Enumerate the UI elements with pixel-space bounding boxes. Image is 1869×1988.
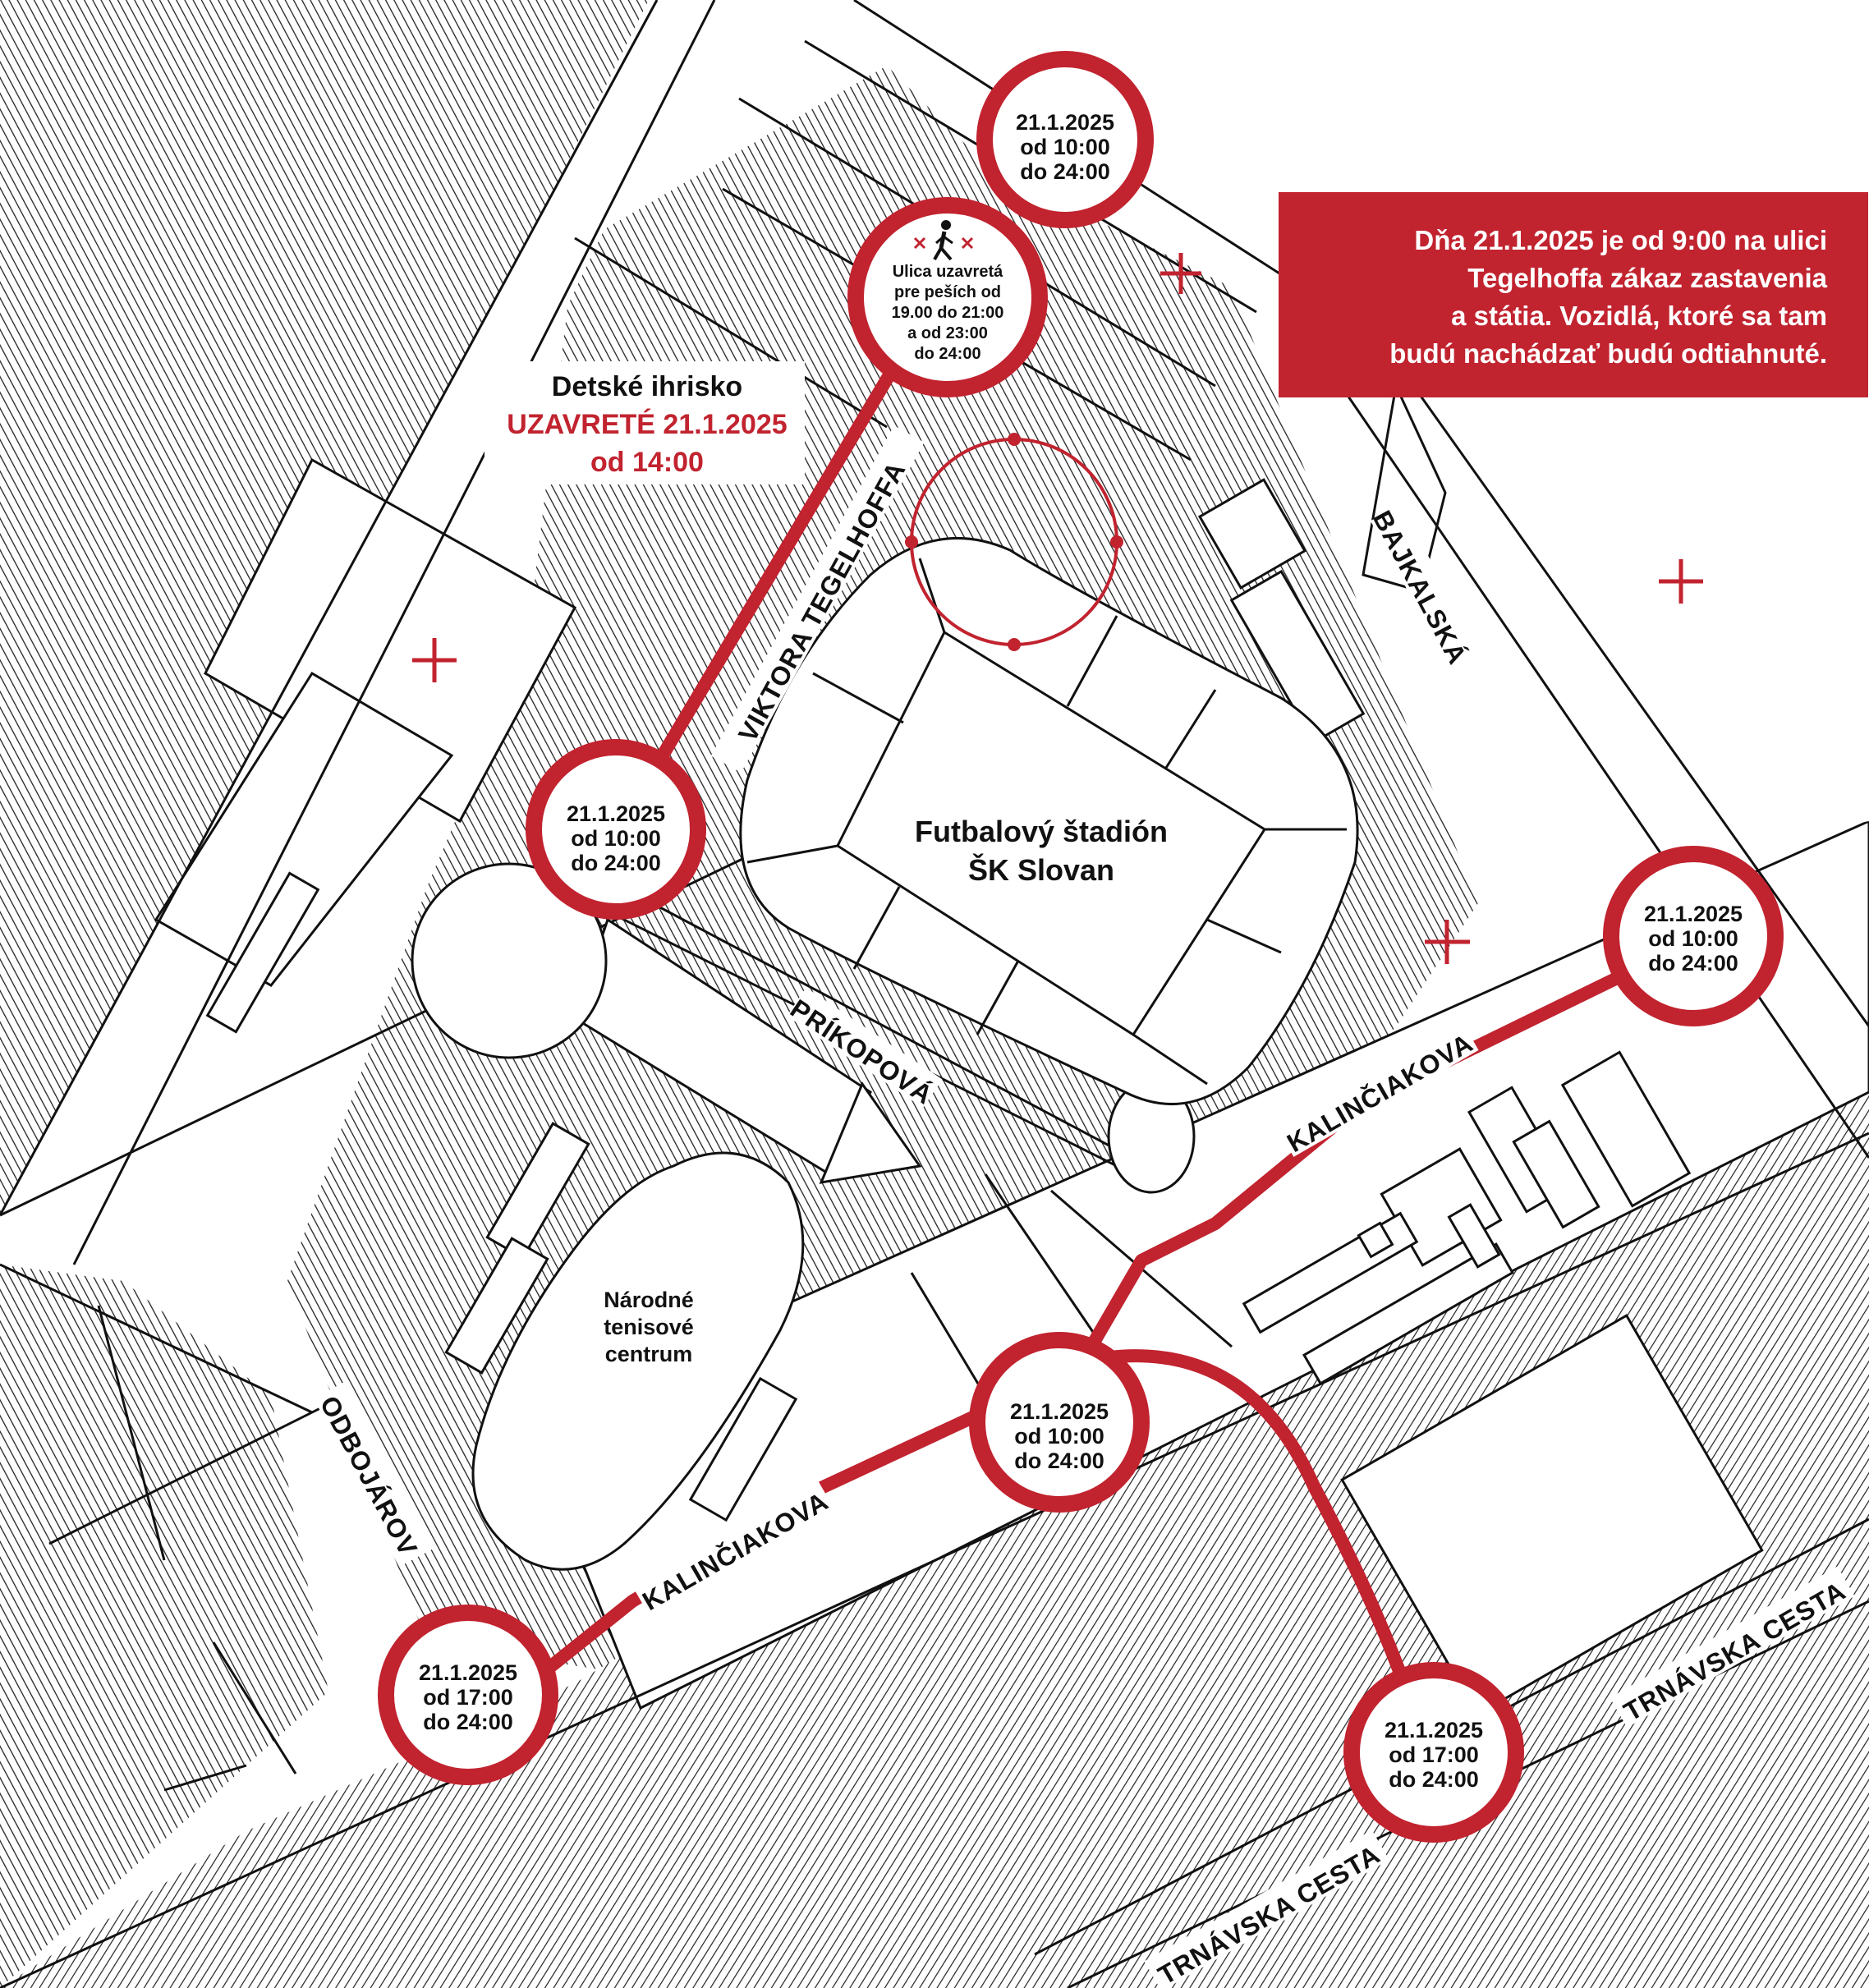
tennis-line-1: Národné (604, 1288, 694, 1312)
pedestrian-line-1: Ulica uzavretá (893, 263, 1003, 281)
svg-text:Futbalový štadión: Futbalový štadión (915, 815, 1168, 848)
notice-line-1: Dňa 21.1.2025 je od 9:00 na ulici (1414, 225, 1827, 255)
pedestrian-closed-icon (913, 220, 974, 261)
parking-notice: Dňa 21.1.2025 je od 9:00 na ulici Tegelh… (1279, 192, 1868, 397)
playground-title: Detské ihrisko (552, 371, 742, 402)
closure-tegelhoffa-south: 21.1.2025 od 10:00 do 24:00 (526, 739, 706, 920)
svg-text:od 17:00: od 17:00 (423, 1685, 513, 1710)
closure-east: 21.1.2025 od 10:00 do 24:00 (1603, 846, 1784, 1026)
notice-line-4: budú nachádzať budú odtiahnuté. (1389, 338, 1827, 369)
closure-date: 21.1.2025 (1385, 1718, 1483, 1742)
roads (33, 0, 1869, 1710)
svg-text:21.1.2025: 21.1.2025 (1644, 902, 1743, 926)
svg-text:UZAVRETÉ 21.1.2025: UZAVRETÉ 21.1.2025 (507, 409, 787, 440)
closure-from: od 17:00 (423, 1685, 513, 1710)
closure-from: od 10:00 (1014, 1424, 1104, 1449)
svg-text:ŠK Slovan: ŠK Slovan (968, 852, 1114, 887)
tennis-line-2: tenisové (604, 1315, 694, 1339)
pedestrian-line-3: 19.00 do 21:00 (892, 304, 1004, 322)
svg-text:od 10:00: od 10:00 (1648, 926, 1738, 951)
svg-text:do 24:00: do 24:00 (1020, 159, 1110, 184)
svg-text:Národné: Národné (604, 1288, 694, 1312)
svg-text:21.1.2025: 21.1.2025 (1016, 110, 1114, 135)
closure-southeast: 21.1.2025 od 17:00 do 24:00 (1343, 1662, 1524, 1843)
svg-text:do 24:00: do 24:00 (571, 851, 661, 875)
playground-closed: UZAVRETÉ 21.1.2025 (507, 409, 787, 440)
svg-text:od 10:00: od 10:00 (571, 826, 661, 851)
svg-text:21.1.2025: 21.1.2025 (1010, 1399, 1109, 1424)
svg-text:tenisové: tenisové (604, 1315, 694, 1339)
closure-top: 21.1.2025 od 10:00 do 24:00 (976, 51, 1154, 228)
svg-text:do 24:00: do 24:00 (1389, 1767, 1479, 1792)
notice-line-2: Tegelhoffa zákaz zastavenia (1467, 263, 1827, 293)
svg-text:21.1.2025: 21.1.2025 (567, 801, 665, 826)
pedestrian-line-5: do 24:00 (914, 345, 980, 363)
svg-text:do 24:00: do 24:00 (914, 345, 980, 363)
closure-date: 21.1.2025 (1644, 902, 1743, 926)
svg-text:a od 23:00: a od 23:00 (907, 324, 988, 342)
cross-icon (1160, 253, 1201, 294)
svg-text:do 24:00: do 24:00 (1014, 1449, 1104, 1473)
closure-to: do 24:00 (423, 1710, 513, 1734)
stadium-club: ŠK Slovan (968, 852, 1114, 887)
cross-icon (1659, 559, 1703, 604)
svg-text:do 24:00: do 24:00 (1648, 951, 1738, 976)
closure-date: 21.1.2025 (419, 1660, 517, 1685)
pedestrian-line-2: pre peších od (894, 283, 1001, 301)
svg-text:21.1.2025: 21.1.2025 (1385, 1718, 1483, 1742)
closure-to: do 24:00 (1648, 951, 1738, 976)
svg-text:centrum: centrum (605, 1342, 693, 1366)
svg-text:Ulica uzavretá: Ulica uzavretá (893, 263, 1003, 281)
svg-text:21.1.2025: 21.1.2025 (419, 1660, 517, 1685)
closure-date: 21.1.2025 (1016, 110, 1114, 135)
notice-line-3: a státia. Vozidlá, ktoré sa tam (1451, 301, 1827, 331)
tennis-centre: Národné tenisové centrum (471, 1151, 805, 1571)
closure-date: 21.1.2025 (567, 801, 665, 826)
svg-text:od 14:00: od 14:00 (590, 447, 704, 478)
svg-text:do 24:00: do 24:00 (423, 1710, 513, 1734)
closure-date: 21.1.2025 (1010, 1399, 1109, 1424)
cross-markers (412, 253, 1703, 964)
closure-center: 21.1.2025 od 10:00 do 24:00 (969, 1332, 1150, 1513)
playground-time: od 14:00 (590, 447, 704, 478)
stadium: Futbalový štadión ŠK Slovan (739, 433, 1359, 1106)
stadium-name: Futbalový štadión (915, 815, 1168, 848)
closure-from: od 10:00 (571, 826, 661, 851)
buildings (205, 478, 1764, 1716)
pedestrian-line-4: a od 23:00 (907, 324, 988, 342)
closure-pedestrian: Ulica uzavretá pre peších od 19.00 do 21… (847, 197, 1048, 397)
svg-text:od 10:00: od 10:00 (1014, 1424, 1104, 1449)
svg-text:pre peších od: pre peších od (894, 283, 1001, 301)
svg-text:od 17:00: od 17:00 (1389, 1742, 1479, 1767)
closure-southwest: 21.1.2025 od 17:00 do 24:00 (378, 1605, 558, 1785)
closure-from: od 10:00 (1020, 135, 1110, 159)
closure-from: od 17:00 (1389, 1742, 1479, 1767)
closure-to: do 24:00 (1389, 1767, 1479, 1792)
svg-text:19.00 do 21:00: 19.00 do 21:00 (892, 304, 1004, 322)
closure-to: do 24:00 (1014, 1449, 1104, 1473)
closure-to: do 24:00 (571, 851, 661, 875)
cross-icon (412, 638, 457, 682)
closure-from: od 10:00 (1648, 926, 1738, 951)
closure-to: do 24:00 (1020, 159, 1110, 184)
svg-text:Detské ihrisko: Detské ihrisko (552, 371, 742, 402)
playground-label: Detské ihrisko UZAVRETÉ 21.1.2025 od 14:… (484, 361, 805, 484)
cross-icon (1425, 920, 1470, 964)
tennis-line-3: centrum (605, 1342, 693, 1366)
svg-text:od 10:00: od 10:00 (1020, 135, 1110, 159)
